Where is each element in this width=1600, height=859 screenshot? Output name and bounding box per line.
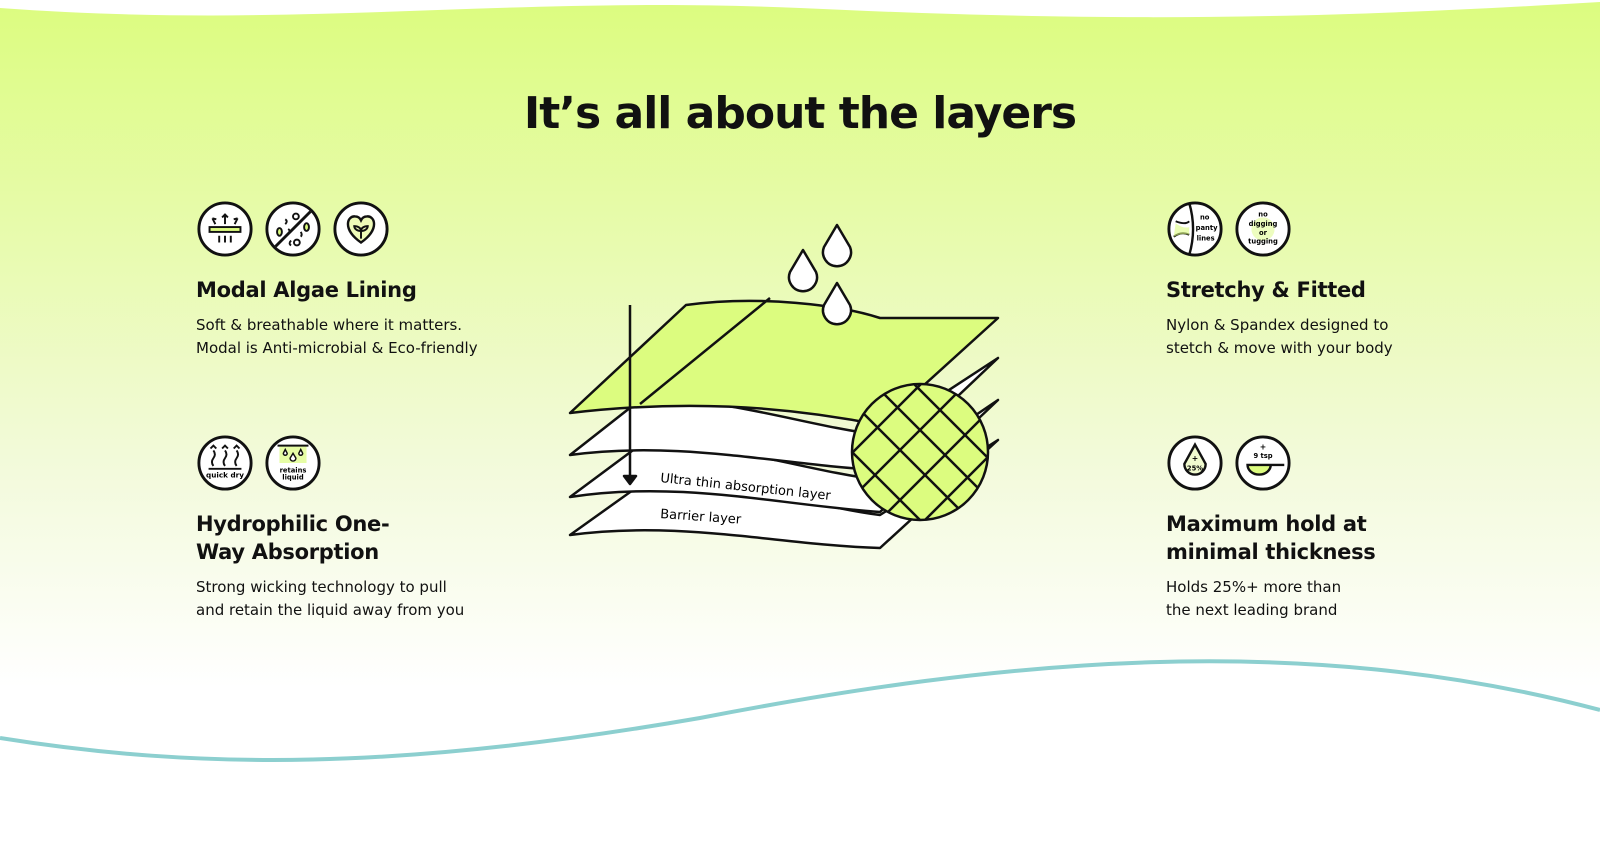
breathable-icon <box>197 201 253 257</box>
icon-label: lines <box>1197 235 1215 243</box>
teaspoon-icon: +9 tsp <box>1235 435 1291 491</box>
eco-heart-icon <box>333 201 389 257</box>
icon-label: 9 tsp <box>1253 452 1272 460</box>
icon-label: quick dry <box>206 471 244 480</box>
feature-text-line: the next leading brand <box>1166 601 1338 619</box>
icon-label: or <box>1259 229 1268 237</box>
icon-label: retains <box>280 467 307 475</box>
feature-heading: minimal thickness <box>1166 540 1376 564</box>
feature-text-line: stetch & move with your body <box>1166 339 1393 357</box>
feature-heading: Hydrophilic One- <box>196 512 390 536</box>
icon-label: no <box>1200 213 1210 221</box>
feature-text-line: Soft & breathable where it matters. <box>196 316 463 334</box>
icon-label: + <box>1192 454 1198 463</box>
icon-label: + <box>1260 442 1266 451</box>
feature-heading: Stretchy & Fitted <box>1166 278 1366 302</box>
icon-label: digging <box>1249 220 1278 228</box>
feature-text-line: Modal is Anti-microbial & Eco-friendly <box>196 339 478 357</box>
feature-text-line: Holds 25%+ more than <box>1166 578 1342 596</box>
feature-modal-algae-lining: Modal Algae Lining Soft & breathable whe… <box>196 200 496 360</box>
icon-label: 25% <box>1187 465 1203 473</box>
barrier-layer-label: Barrier layer <box>660 507 743 528</box>
icon-label: no <box>1258 210 1268 218</box>
feature-text-line: and retain the liquid away from you <box>196 601 465 619</box>
water-drops <box>787 223 853 326</box>
icon-label: liquid <box>282 473 304 481</box>
percent-drop-icon: +25% <box>1167 435 1223 491</box>
layers-diagram: Ultra thin absorption layer Barrier laye… <box>568 223 1000 550</box>
quick-dry-icon: quick dry <box>197 435 253 491</box>
feature-heading: Modal Algae Lining <box>196 278 417 302</box>
no-panty-lines-icon: no panty lines <box>1167 201 1223 257</box>
feature-maximum-hold: +25% +9 tsp Maximum hold at minimal thick… <box>1166 434 1466 622</box>
icon-label: panty <box>1196 224 1218 232</box>
feature-text-line: Nylon & Spandex designed to <box>1166 316 1389 334</box>
mesh-magnifier <box>850 382 990 522</box>
feature-text-line: Strong wicking technology to pull <box>196 578 447 596</box>
feature-heading: Way Absorption <box>196 540 379 564</box>
page-title: It’s all about the layers <box>523 88 1077 139</box>
anti-microbial-icon <box>265 201 321 257</box>
feature-heading: Maximum hold at <box>1166 512 1367 536</box>
icon-label: tugging <box>1248 238 1278 246</box>
